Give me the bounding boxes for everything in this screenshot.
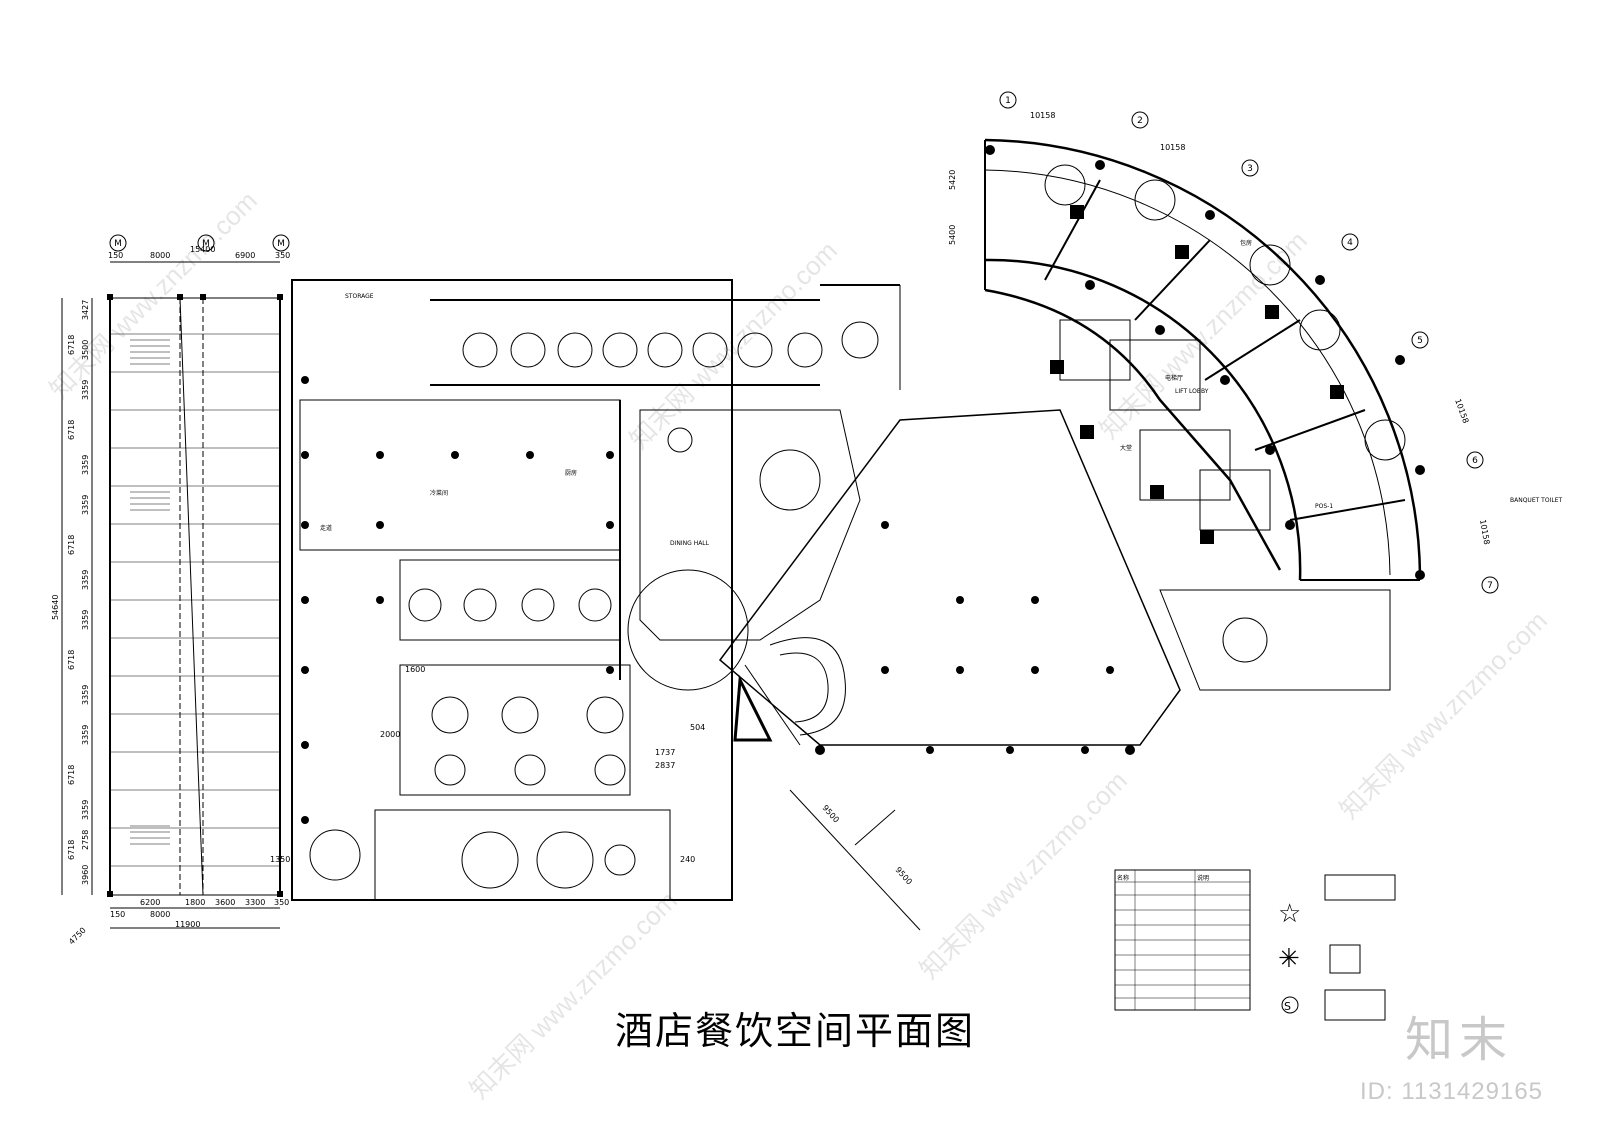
label-lobby: 大堂 <box>1120 444 1132 452</box>
legend-header-desc: 说明 <box>1197 874 1209 882</box>
label-corridor: 走道 <box>320 524 332 532</box>
dim-left-2: 3500 <box>81 340 90 360</box>
legend-symbols: ☆ ✳ S <box>1278 899 1301 1013</box>
grid-axis-3: 3 <box>1247 164 1253 174</box>
dim-left-corner: 4750 <box>67 926 88 947</box>
dim-left-11: 2758 <box>81 830 90 850</box>
dim-top-2: 6900 <box>235 251 255 260</box>
dim-left-14: 6718 <box>67 420 76 440</box>
dim-bottom-1: 6200 <box>140 898 160 907</box>
dim-curved-5: 10158 <box>1453 398 1470 425</box>
label-vip-room: 包房 <box>1240 239 1252 247</box>
label-cold-kitchen: 冷菜间 <box>430 489 448 497</box>
dim-left-9: 3359 <box>81 725 90 745</box>
star-icon: ☆ <box>1278 899 1301 929</box>
image-id: ID: 1131429165 <box>1360 1078 1544 1105</box>
grid-axis-top-3: M <box>277 239 285 249</box>
grid-axis-1: 1 <box>1005 96 1011 106</box>
dim-bottom-7: 8000 <box>150 910 170 919</box>
dim-left-1: 3427 <box>81 300 90 320</box>
dim-left-13: 6718 <box>67 335 76 355</box>
label-elevator-hall: 电梯厅 <box>1165 374 1183 382</box>
dim-left-15: 6718 <box>67 535 76 555</box>
dim-left-7: 3359 <box>81 610 90 630</box>
dim-curved-1: 10158 <box>1030 111 1055 120</box>
dim-curved-4: 5400 <box>948 225 957 245</box>
label-banquet-toilet: BANQUET TOILET <box>1510 497 1562 504</box>
dim-left-12: 3960 <box>81 865 90 885</box>
dim-left-10: 3359 <box>81 800 90 820</box>
grid-axis-2: 2 <box>1137 116 1143 126</box>
dim-left-4: 3359 <box>81 455 90 475</box>
label-pos: POS-1 <box>1315 503 1333 510</box>
dim-curved-2: 10158 <box>1160 143 1185 152</box>
dim-bottom-total: 11900 <box>175 920 200 929</box>
brand-logo: 知末 <box>1405 1012 1514 1068</box>
dim-left-5: 3359 <box>81 495 90 515</box>
dim-misc-4: 2837 <box>655 761 675 770</box>
dim-curved-6: 10158 <box>1478 519 1491 546</box>
drawing-title: 酒店餐饮空间平面图 <box>615 1009 976 1053</box>
dim-top-3: 350 <box>275 251 290 260</box>
dim-misc-3: 1737 <box>655 748 675 757</box>
dim-left-6: 3359 <box>81 570 90 590</box>
dim-left-16: 6718 <box>67 650 76 670</box>
label-storage: STORAGE <box>345 293 374 300</box>
dim-bottom-6: 150 <box>110 910 125 919</box>
dim-bottom-2: 1800 <box>185 898 205 907</box>
label-lift-lobby: LIFT LOBBY <box>1175 388 1209 395</box>
dim-left-8: 3359 <box>81 685 90 705</box>
dim-diag-2: 9500 <box>894 865 914 886</box>
dim-left-18: 6718 <box>67 840 76 860</box>
dim-bottom-4: 3300 <box>245 898 265 907</box>
dim-top-4: 150 <box>108 251 123 260</box>
left-wing <box>109 297 281 896</box>
grid-axis-7: 7 <box>1487 581 1493 591</box>
dim-left-17: 6718 <box>67 765 76 785</box>
dim-misc-2: 2000 <box>380 730 400 739</box>
dim-misc-6: 1350 <box>270 855 290 864</box>
grid-axis-6: 6 <box>1472 456 1478 466</box>
grid-axis-top-2: M <box>202 239 210 249</box>
columns <box>107 145 1425 897</box>
dim-top-total: 15400 <box>190 245 215 254</box>
s-symbol-icon: S <box>1284 1000 1291 1013</box>
dim-misc-1: 1600 <box>405 665 425 674</box>
grid-axis-4: 4 <box>1347 238 1353 248</box>
main-block <box>291 279 733 901</box>
dim-bottom-5: 350 <box>274 898 289 907</box>
dim-left-3: 3359 <box>81 380 90 400</box>
dim-bottom-3: 3600 <box>215 898 235 907</box>
dim-misc-7: 240 <box>680 855 695 864</box>
dim-left-total: 54640 <box>51 595 60 620</box>
round-tables <box>309 164 1406 889</box>
legend-header-name: 名称 <box>1117 874 1129 882</box>
label-kitchen: 厨房 <box>565 469 577 477</box>
dim-curved-3: 5420 <box>948 170 957 190</box>
asterisk-icon: ✳ <box>1278 944 1300 974</box>
dim-misc-5: 504 <box>690 723 705 732</box>
label-dining-hall: DINING HALL <box>670 540 710 547</box>
dim-diag-1: 9500 <box>821 803 841 824</box>
dim-top-1: 8000 <box>150 251 170 260</box>
grid-axis-5: 5 <box>1417 336 1423 346</box>
grid-axis-top-1: M <box>114 239 122 249</box>
